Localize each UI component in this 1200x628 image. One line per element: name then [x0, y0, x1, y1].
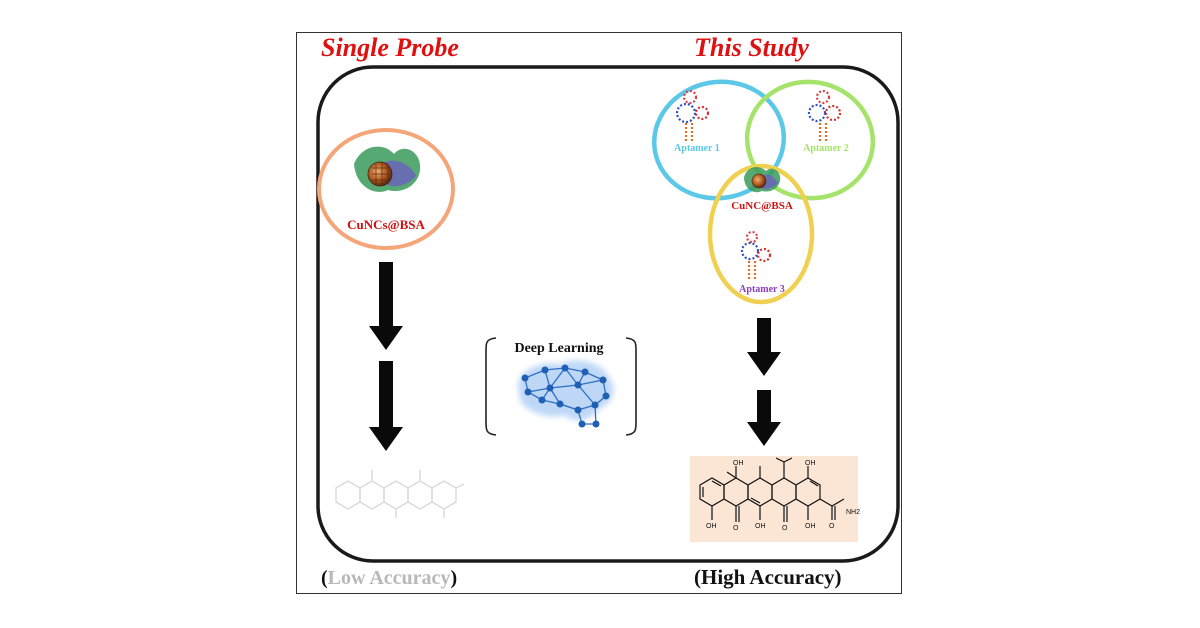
result-right: (High Accuracy) — [694, 565, 842, 589]
aptamer2-icon — [807, 89, 842, 143]
probe-right-label: CuNC@BSA — [731, 200, 793, 212]
svg-text:OH: OH — [706, 523, 717, 530]
aptamer2-label: Aptamer 2 — [803, 143, 849, 154]
svg-text:O: O — [782, 525, 788, 532]
protein-icon-small — [744, 167, 781, 193]
left-title: Single Probe — [321, 33, 459, 62]
svg-text:NH2: NH2 — [846, 509, 860, 516]
arrow-down-4 — [747, 390, 781, 446]
aptamer2-ring — [744, 79, 876, 201]
arrow-down-3 — [747, 318, 781, 376]
aptamer1-ring — [651, 79, 787, 201]
molecule-panel — [690, 456, 858, 542]
result-left-open: ( — [321, 567, 328, 589]
right-arrows — [747, 318, 781, 446]
probe-ring-left — [317, 128, 455, 250]
molecule-structure — [699, 457, 845, 522]
svg-text:OH: OH — [805, 523, 816, 530]
aptamer1-label: Aptamer 1 — [674, 143, 720, 154]
svg-text:OH: OH — [755, 523, 766, 530]
aptamer1-icon — [675, 89, 710, 143]
main-container — [316, 65, 900, 563]
aptamer3-label: Aptamer 3 — [739, 284, 785, 295]
arrow-down-2 — [369, 361, 403, 451]
center-label: Deep Learning — [514, 341, 603, 356]
protein-icon — [354, 146, 421, 192]
molecule-text: OH OH NH2 OH O OH O OH O — [706, 460, 860, 532]
svg-text:O: O — [829, 523, 835, 530]
svg-text:O: O — [733, 525, 739, 532]
bracket-left — [485, 337, 497, 436]
probe-left-label: CuNCs@BSA — [347, 217, 425, 232]
molecule-faded — [335, 470, 465, 518]
aptamer3-icon — [740, 230, 772, 279]
arrow-down-1 — [369, 262, 403, 350]
right-title: This Study — [694, 33, 809, 62]
svg-text:OH: OH — [805, 460, 816, 467]
result-left-close: ) — [450, 567, 458, 589]
result-left: (Low Accuracy) — [321, 567, 457, 590]
left-arrows — [369, 262, 403, 451]
svg-text:OH: OH — [733, 460, 744, 467]
bracket-right — [625, 337, 637, 436]
brain-network-icon — [518, 360, 614, 428]
result-left-word: Low Accuracy — [327, 567, 451, 589]
aptamer3-ring — [707, 163, 815, 305]
